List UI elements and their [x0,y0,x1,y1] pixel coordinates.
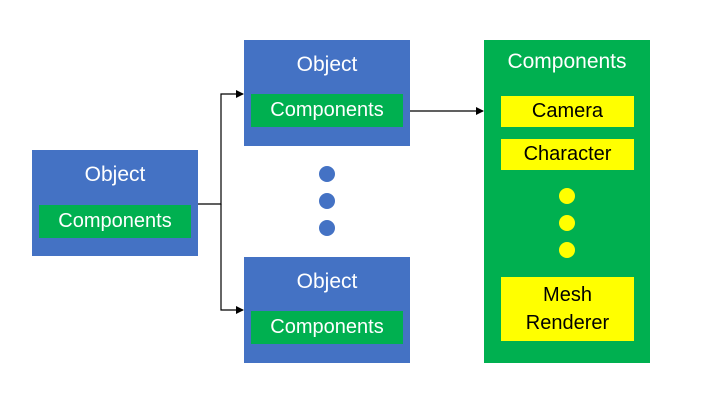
object-box-left: Object Components [32,150,198,256]
ellipsis-dot [319,166,335,182]
components-panel-title: Components [507,50,627,73]
object-box-bottom: Object Components [244,257,410,363]
ellipsis-dot [559,215,575,231]
object-title: Object [296,270,358,293]
ellipsis-dot [319,193,335,209]
ellipsis-dot [559,188,575,204]
components-box: Components [251,311,403,344]
object-box-top: Object Components [244,40,410,146]
component-item-camera: Camera [501,96,634,127]
component-item-character: Character [501,139,634,170]
connector-left-to-top-object [198,90,244,205]
ellipsis-dot [559,242,575,258]
components-panel: Components Camera Character Mesh Rendere… [484,40,650,363]
component-item-mesh-renderer: Mesh Renderer [501,277,634,341]
components-box: Components [39,205,191,238]
connector-left-to-bottom-object [220,204,244,314]
object-title: Object [296,53,358,76]
object-title: Object [84,163,146,186]
components-box: Components [251,94,403,127]
ellipsis-dot [319,220,335,236]
